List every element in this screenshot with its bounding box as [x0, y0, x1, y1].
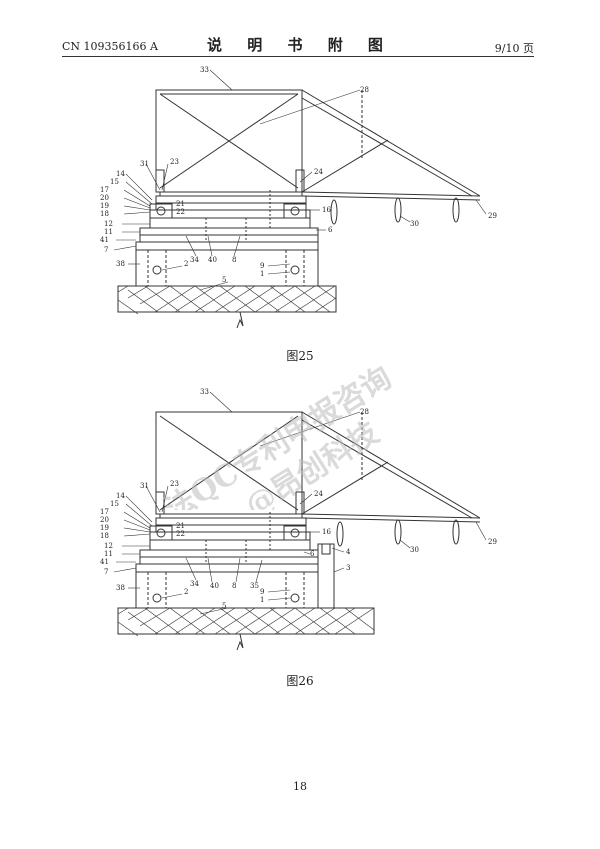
label: 3 — [346, 564, 350, 572]
lamp — [394, 197, 402, 223]
label: 17 — [100, 508, 109, 516]
label: 15 — [110, 500, 119, 508]
label: 19 — [100, 524, 109, 532]
wheel-right — [283, 525, 307, 541]
lamp — [336, 521, 344, 547]
label: 15 — [110, 178, 119, 186]
figure-26-caption: 图26 — [286, 674, 314, 688]
label: 5 — [222, 602, 226, 610]
label: 35 — [250, 582, 259, 590]
ground-hatch — [117, 285, 337, 315]
label: 7 — [104, 568, 108, 576]
label: 38 — [116, 260, 125, 268]
label: 8 — [232, 256, 236, 264]
label: 23 — [170, 158, 179, 166]
bolt-left — [152, 593, 162, 603]
wheel-left — [149, 203, 173, 219]
label: 38 — [116, 584, 125, 592]
label: 18 — [100, 532, 109, 540]
truss-frame — [155, 89, 303, 193]
label: 28 — [360, 86, 369, 94]
label: 41 — [100, 558, 109, 566]
roof-upper-chord — [301, 89, 481, 197]
label: 1 — [260, 270, 264, 278]
truss-frame — [155, 411, 303, 515]
label: 9 — [260, 262, 264, 270]
figure-25-drawing: 33 28 31 23 24 14 15 17 20 19 18 21 22 1… — [100, 66, 497, 329]
label: 8 — [232, 582, 236, 590]
label: 11 — [104, 228, 113, 236]
label: 24 — [314, 490, 323, 498]
label: 34 — [190, 256, 199, 264]
roof-upper-chord — [301, 411, 481, 519]
label: 29 — [488, 212, 497, 220]
label: 7 — [104, 246, 108, 254]
figure-25-caption: 图25 — [286, 349, 314, 363]
label: 22 — [176, 208, 185, 216]
label: 24 — [314, 168, 323, 176]
lamp — [330, 199, 338, 225]
label: 31 — [140, 160, 149, 168]
base-block — [135, 563, 319, 609]
figure-25: 33 28 31 23 24 14 15 17 20 19 18 21 22 1… — [0, 60, 600, 340]
label: 30 — [410, 546, 419, 554]
page-indicator: 9/10 页 — [494, 42, 534, 55]
figure-26: 33 28 31 23 24 14 15 17 20 19 18 21 22 1… — [0, 382, 600, 667]
wheel-left — [149, 525, 173, 541]
break-mark — [236, 311, 244, 329]
label: 21 — [176, 522, 185, 530]
label: 5 — [222, 276, 226, 284]
page-title: 说 明 书 附 图 — [207, 36, 393, 54]
label: 6 — [328, 226, 333, 234]
label: 20 — [100, 516, 109, 524]
label: 23 — [170, 480, 179, 488]
label: 21 — [176, 200, 185, 208]
label: 16 — [322, 206, 331, 214]
label: 14 — [116, 170, 125, 178]
bolt-right — [290, 265, 300, 275]
label: 30 — [410, 220, 419, 228]
patent-number: CN 109356166 A — [62, 40, 158, 53]
page-number: 18 — [293, 780, 307, 793]
label: 29 — [488, 538, 497, 546]
lamp — [452, 519, 460, 545]
label: 28 — [360, 408, 369, 416]
label: 40 — [210, 582, 219, 590]
label: 17 — [100, 186, 109, 194]
label: 33 — [200, 388, 209, 396]
label: 1 — [260, 596, 264, 604]
label: 40 — [208, 256, 217, 264]
lamp — [452, 197, 460, 223]
label: 34 — [190, 580, 199, 588]
label: 2 — [184, 260, 188, 268]
bolt-right — [290, 593, 300, 603]
figure-26-drawing: 33 28 31 23 24 14 15 17 20 19 18 21 22 1… — [100, 388, 497, 651]
label: 16 — [322, 528, 331, 536]
ground-hatch — [117, 607, 375, 637]
label: 14 — [116, 492, 125, 500]
label: 22 — [176, 530, 185, 538]
label: 31 — [140, 482, 149, 490]
label: 33 — [200, 66, 209, 74]
label: 20 — [100, 194, 109, 202]
base-block — [135, 241, 319, 287]
label: 9 — [260, 588, 264, 596]
label: 19 — [100, 202, 109, 210]
label: 11 — [104, 550, 113, 558]
label: 12 — [104, 220, 113, 228]
ground-block — [117, 607, 375, 635]
bolt-left — [152, 265, 162, 275]
label: 4 — [346, 548, 351, 556]
lamp — [394, 519, 402, 545]
wheel-right — [283, 203, 307, 219]
label: 12 — [104, 542, 113, 550]
header-rule — [62, 56, 534, 57]
label: 18 — [100, 210, 109, 218]
break-mark — [236, 633, 244, 651]
label: 41 — [100, 236, 109, 244]
label: 2 — [184, 588, 188, 596]
label: 6 — [310, 550, 315, 558]
